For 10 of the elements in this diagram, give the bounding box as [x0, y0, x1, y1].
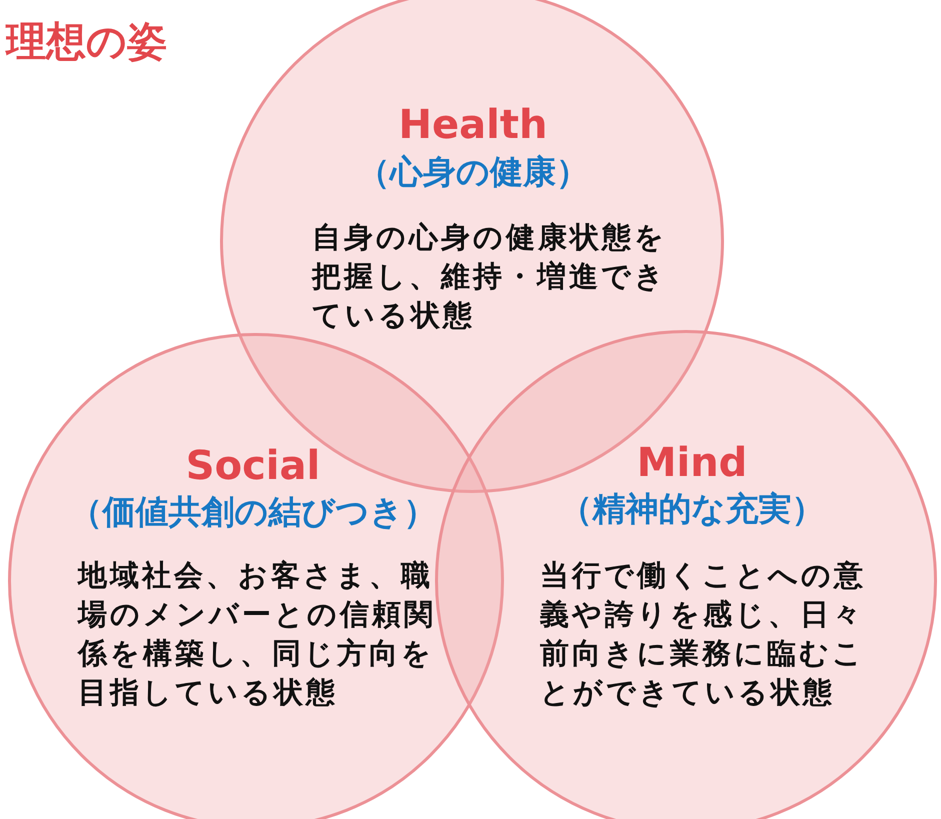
heading: Social [186, 443, 320, 489]
subheading: （精神的な充実） [560, 488, 824, 530]
subheading: （心身の健康） [357, 151, 589, 193]
description: 自身の心身の健康状態を把握し、維持・増進できている状態 [312, 219, 668, 334]
description: 地域社会、お客さま、職場のメンバーとの信頼関係を構築し、同じ方向を目指している状態 [78, 557, 437, 711]
title: 理想の姿 [6, 18, 167, 67]
description: 当行で働くことへの意義や誇りを感じ、日々前向きに業務に臨むことができている状態 [540, 557, 867, 711]
subheading: （価値共創の結びつき） [70, 491, 436, 533]
heading: Mind [636, 440, 748, 486]
heading: Health [398, 102, 548, 148]
